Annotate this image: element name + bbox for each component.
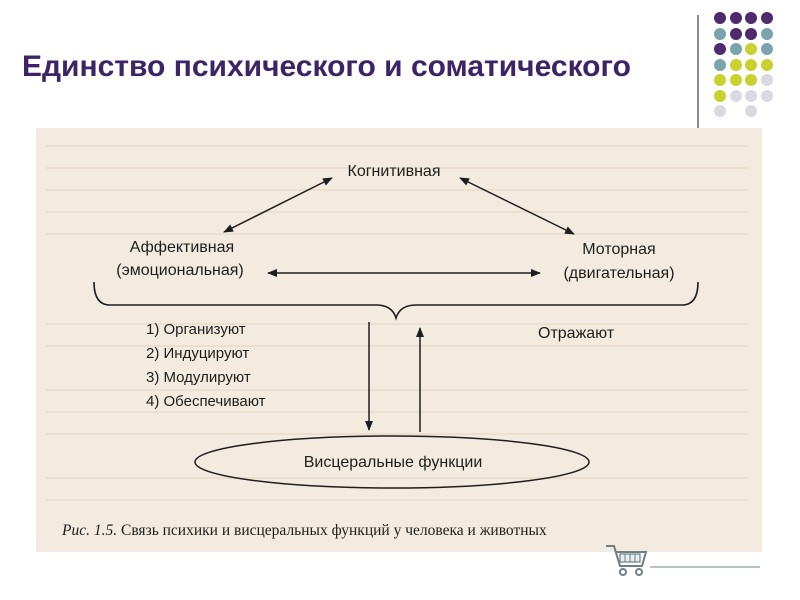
arrow-cognitive-motor [459, 177, 575, 235]
decorative-dot [729, 12, 742, 24]
down-action-4: 4) Обеспечивают [146, 393, 266, 410]
decorative-dot [760, 58, 773, 71]
decorative-dot [745, 27, 757, 40]
decorative-dot [729, 43, 742, 55]
figure-caption-text: Связь психики и висцеральных функций у ч… [117, 522, 547, 539]
decorative-dot [714, 12, 726, 24]
figure-caption-number: Рис. 1.5. [61, 522, 117, 539]
node-visceral: Висцеральные функции [304, 454, 483, 471]
decorative-dot [714, 105, 726, 117]
figure-caption: Рис. 1.5. Связь психики и висцеральных ф… [61, 522, 547, 539]
down-action-1: 1) Организуют [146, 321, 246, 338]
node-affective-line2: (эмоциональная) [116, 262, 244, 279]
decorative-dot [760, 43, 773, 55]
decorative-dot [745, 74, 757, 86]
node-cognitive: Когнитивная [348, 163, 441, 180]
decorative-dot [745, 12, 757, 24]
decorative-dot [745, 105, 757, 117]
scanned-figure: Когнитивная Аффективная (эмоциональная) … [36, 128, 762, 552]
decorative-dot [729, 27, 742, 40]
decorative-dot [745, 58, 757, 71]
decorative-dot [714, 58, 726, 71]
node-affective-line1: Аффективная [130, 239, 234, 256]
node-motor-line2: (двигательная) [563, 265, 674, 282]
decorative-dot [760, 74, 773, 86]
down-action-2: 2) Индуцируют [146, 345, 249, 362]
decorative-dot [714, 89, 726, 102]
grouping-brace [93, 281, 699, 321]
decorative-dot [729, 74, 742, 86]
down-action-3: 3) Модулируют [146, 369, 251, 386]
title-divider [697, 15, 699, 131]
slide-title: Единство психического и соматического [22, 50, 631, 83]
decorative-dot-grid [706, 12, 796, 124]
decorative-dot [745, 89, 757, 102]
arrow-cognitive-affective [223, 177, 333, 233]
up-action-label: Отражают [538, 325, 615, 342]
decorative-dot [714, 27, 726, 40]
decorative-dot [729, 58, 742, 71]
node-motor-line1: Моторная [582, 241, 655, 258]
diagram-svg: Когнитивная Аффективная (эмоциональная) … [46, 145, 748, 539]
decorative-dot [714, 74, 726, 86]
decorative-dot [760, 12, 773, 24]
decorative-dot [714, 43, 726, 55]
decorative-dot [729, 89, 742, 102]
scan-texture [46, 145, 748, 501]
cart-icon[interactable] [602, 540, 762, 580]
decorative-dot [745, 43, 757, 55]
visceral-ellipse [194, 435, 590, 489]
decorative-dot [760, 27, 773, 40]
decorative-dot [760, 89, 773, 102]
